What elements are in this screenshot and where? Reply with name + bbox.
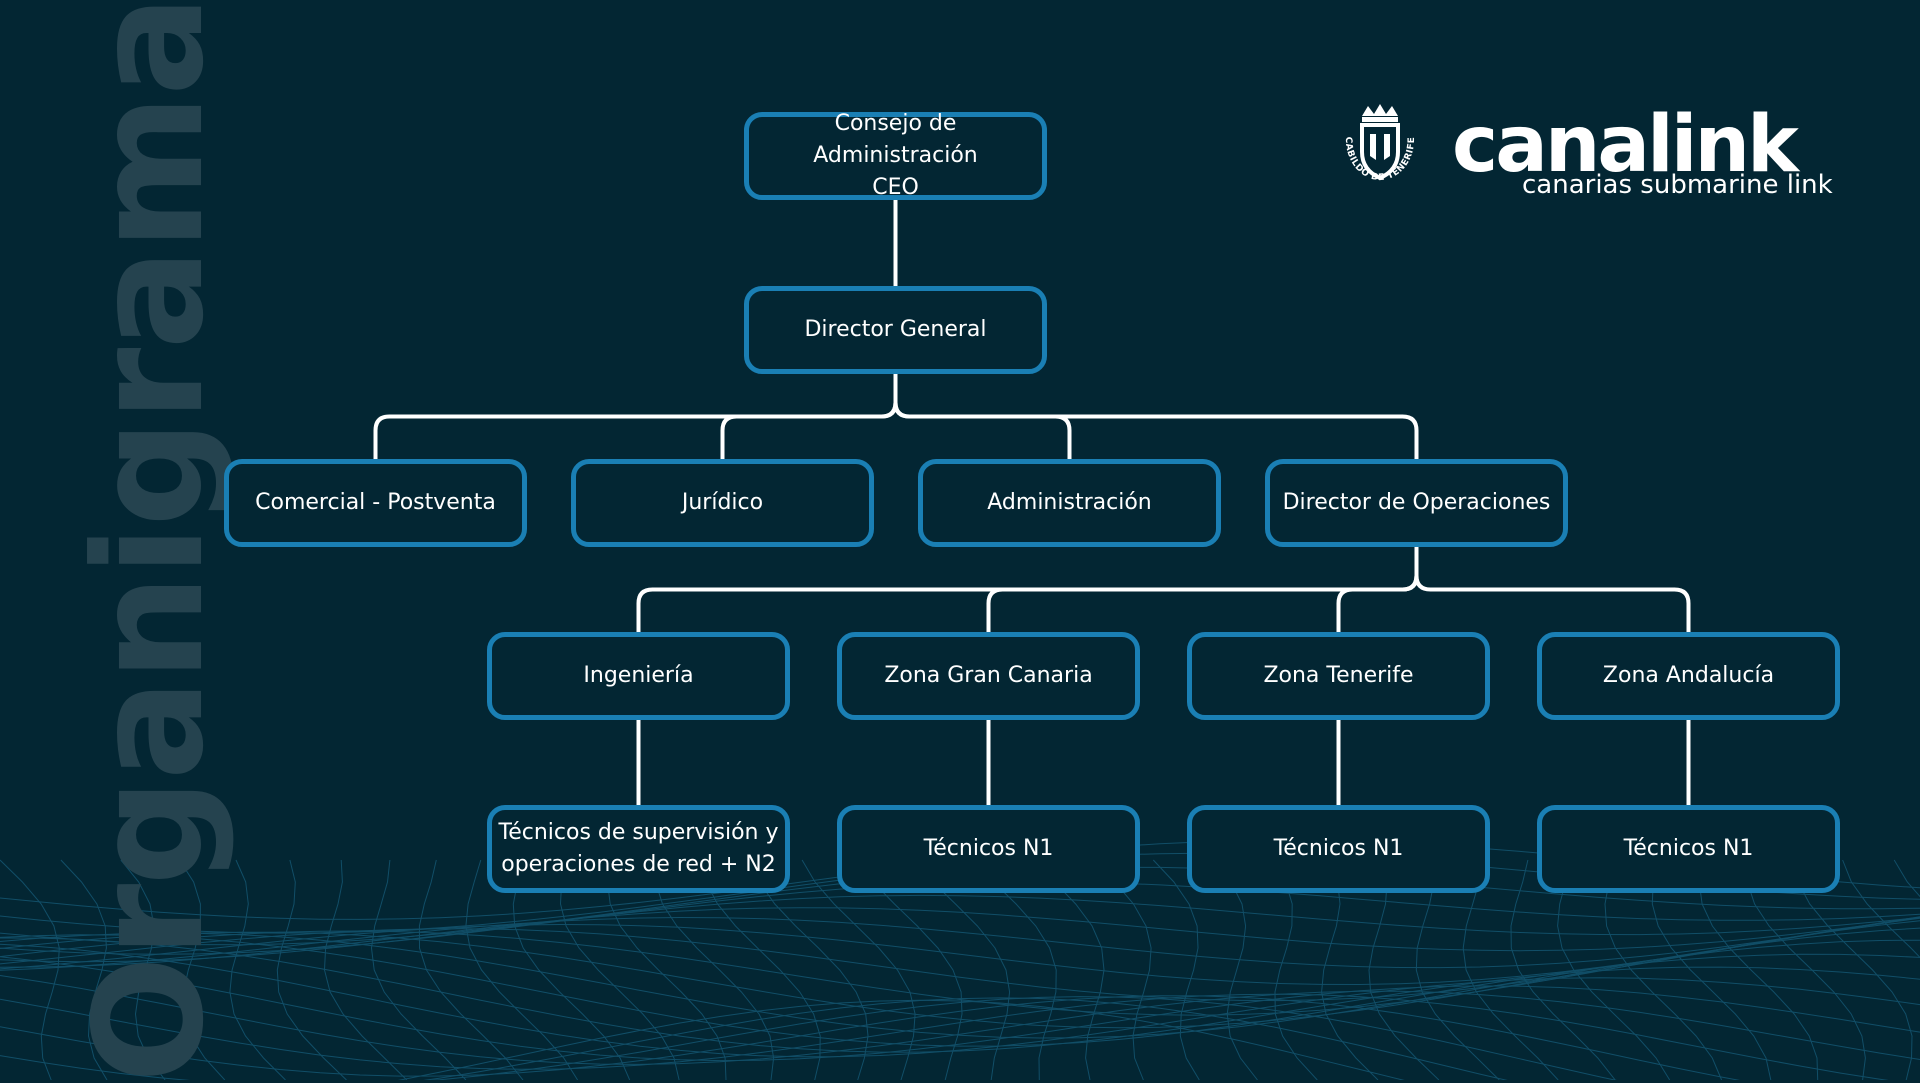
wave-line	[0, 927, 1920, 1029]
node-administracion: Administración	[918, 459, 1221, 547]
node-tecnicos-n1-tenerife: Técnicos N1	[1187, 805, 1490, 893]
node-label: Zona Andalucía	[1602, 663, 1775, 688]
wave-line	[1271, 859, 1318, 1080]
wave-line	[229, 859, 286, 1080]
wave-line	[418, 859, 524, 1080]
node-tecnicos-supervision: Técnicos de supervisión y operaciones de…	[487, 805, 790, 893]
node-director-operaciones: Director de Operaciones	[1265, 459, 1568, 547]
node-zona-andalucia: Zona Andalucía	[1537, 632, 1840, 720]
wave-line	[1321, 859, 1379, 1080]
wave-line	[1842, 859, 1920, 959]
wave-line	[1368, 859, 1440, 1080]
wave-line	[1651, 859, 1772, 1080]
node-label: Técnicos N1	[1273, 836, 1404, 861]
node-comercial-postventa: Comercial - Postventa	[224, 459, 527, 547]
wave-line	[0, 956, 1920, 1062]
wave-line	[323, 859, 408, 1080]
wave-line	[0, 934, 1920, 1047]
node-label: Técnicos N1	[1623, 836, 1754, 861]
node-director-general: Director General	[744, 286, 1047, 374]
wave-line	[0, 975, 1920, 1065]
wave-line	[606, 859, 727, 1080]
wave-line	[0, 894, 1920, 963]
wave-line	[397, 999, 1405, 1080]
node-label: Jurídico	[681, 490, 764, 515]
wave-line	[1031, 859, 1105, 1080]
canalink-logo: CABILDO DE TENERIFE canalink canarias su…	[1340, 100, 1833, 210]
node-ceo: Consejo de Administración CEO	[744, 111, 1047, 200]
wave-line	[276, 859, 347, 1080]
wave-line	[1462, 859, 1559, 1080]
node-juridico: Jurídico	[571, 459, 874, 547]
wave-line	[1746, 859, 1866, 1080]
brand-name: canalink	[1452, 100, 1799, 190]
wave-line	[701, 859, 821, 1080]
wave-line	[120, 859, 166, 1080]
node-tecnicos-n1-andalucia: Técnicos N1	[1537, 805, 1840, 893]
node-label: Consejo de Administración CEO	[813, 111, 978, 200]
wave-line	[654, 859, 775, 1080]
node-tecnicos-n1-gran-canaria: Técnicos N1	[837, 805, 1140, 893]
wave-line	[423, 997, 1508, 1080]
wave-line	[1793, 859, 1913, 1080]
node-zona-tenerife: Zona Tenerife	[1187, 632, 1490, 720]
wave-line	[1557, 859, 1671, 1080]
wave-line	[0, 859, 60, 1080]
node-label: Administración	[987, 490, 1152, 515]
wave-line	[971, 859, 1057, 1080]
wave-line	[1415, 859, 1500, 1080]
crest-text: CABILDO DE TENERIFE	[1343, 137, 1417, 183]
wave-line	[801, 859, 916, 1080]
node-ingenieria: Ingeniería	[487, 632, 790, 720]
wave-line	[1698, 859, 1819, 1080]
node-label: Técnicos de supervisión y operaciones de…	[498, 820, 779, 877]
connector-director-operaciones-zona-tenerife	[1336, 545, 1419, 634]
wave-line	[0, 916, 1920, 971]
wave-line	[750, 859, 869, 1080]
node-label: Director de Operaciones	[1282, 490, 1551, 515]
wave-line	[0, 937, 1920, 1053]
wave-line	[0, 943, 1920, 1058]
wave-line	[0, 995, 1741, 1080]
connector-director-general-director-operaciones	[893, 372, 1419, 461]
wave-line	[1510, 859, 1616, 1080]
wave-line	[370, 859, 467, 1080]
wave-line	[179, 859, 226, 1080]
wave-line	[512, 859, 631, 1080]
brand-tagline: canarias submarine link	[1522, 170, 1833, 200]
wave-line	[0, 907, 1920, 968]
node-label: Técnicos N1	[923, 836, 1054, 861]
wave-line	[855, 859, 963, 1080]
wave-line	[1213, 859, 1258, 1080]
wave-line	[60, 859, 108, 1080]
svg-text:CABILDO DE TENERIFE: CABILDO DE TENERIFE	[1343, 137, 1417, 183]
node-label: Zona Tenerife	[1263, 663, 1414, 688]
wave-line	[912, 859, 1011, 1080]
wave-line	[1604, 859, 1723, 1080]
node-label: Comercial - Postventa	[255, 490, 496, 515]
wave-line	[0, 996, 1617, 1080]
connector-director-operaciones-zona-andalucia	[1414, 545, 1691, 634]
cabildo-crest-icon: CABILDO DE TENERIFE	[1343, 104, 1417, 183]
node-label: Ingeniería	[583, 663, 694, 688]
wave-line	[465, 859, 579, 1080]
wave-line	[559, 859, 680, 1080]
wave-line	[1092, 859, 1152, 1080]
node-label: Zona Gran Canaria	[884, 663, 1093, 688]
node-zona-gran-canaria: Zona Gran Canaria	[837, 632, 1140, 720]
wave-line	[1152, 859, 1200, 1080]
node-label: Director General	[804, 317, 987, 342]
connector-director-general-juridico	[720, 372, 898, 461]
